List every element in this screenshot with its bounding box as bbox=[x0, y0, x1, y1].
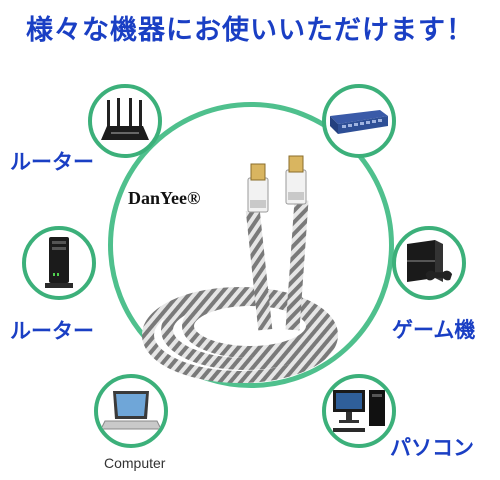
desktop-pc-icon bbox=[333, 390, 385, 432]
device-bubble-desktop bbox=[322, 374, 396, 448]
device-bubble-console bbox=[392, 226, 466, 300]
wifi-router-icon bbox=[101, 98, 149, 140]
device-label-router-middle: ルーター bbox=[10, 319, 94, 343]
device-bubble-switch bbox=[322, 84, 396, 158]
laptop-icon bbox=[101, 391, 161, 430]
connection-ring bbox=[108, 102, 394, 388]
device-bubble-router-middle bbox=[22, 226, 96, 300]
headline: 様々な機器にお使いいただけます！ bbox=[26, 15, 474, 46]
rj45-plug-left bbox=[247, 163, 269, 213]
device-label-laptop: Computer bbox=[104, 455, 166, 471]
device-label-desktop: パソコン bbox=[390, 436, 474, 460]
rj45-plug-right bbox=[285, 155, 307, 205]
device-bubble-router-top bbox=[88, 84, 162, 158]
home-gateway-icon bbox=[45, 237, 73, 288]
ethernet-cable-illustration bbox=[142, 155, 338, 383]
device-label-router-top: ルーター bbox=[10, 150, 94, 174]
brand-name: DanYee® bbox=[128, 188, 201, 208]
game-console-icon bbox=[407, 240, 453, 282]
network-switch-icon bbox=[330, 110, 388, 134]
device-label-console: ゲーム機 bbox=[392, 318, 476, 342]
device-bubble-laptop bbox=[94, 374, 168, 448]
